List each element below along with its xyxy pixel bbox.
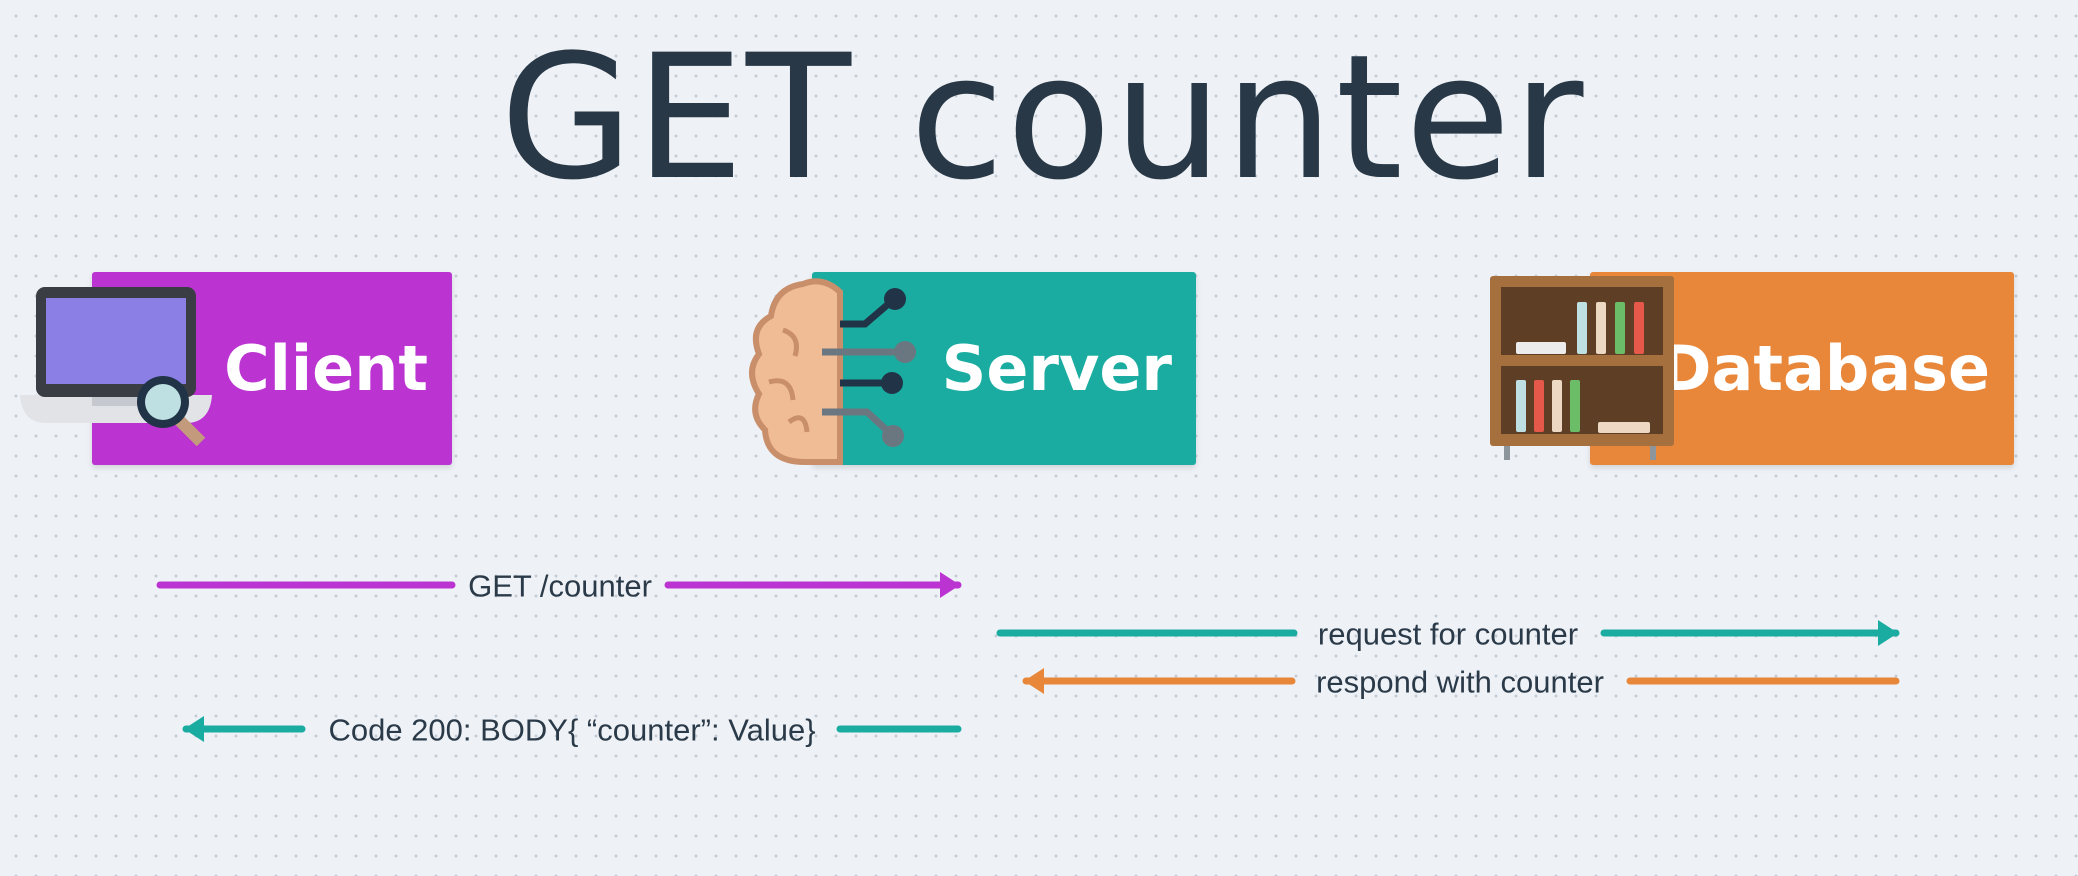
server-label: Server xyxy=(941,332,1172,405)
brain-circuit-icon xyxy=(749,278,916,465)
diagram-title: GET counter xyxy=(500,17,1586,218)
client-label: Client xyxy=(224,332,428,405)
laptop-magnifier-icon xyxy=(20,287,212,447)
arrow-get-counter xyxy=(156,572,962,598)
database-label: Database xyxy=(1660,332,1990,405)
message-label-respond-with-counter: respond with counter xyxy=(1316,664,1604,700)
server-node[interactable]: Server xyxy=(812,272,1196,465)
message-label-response-200: Code 200: BODY{ “counter”: Value} xyxy=(328,712,816,748)
message-label-get-counter: GET /counter xyxy=(468,568,652,604)
arrow-response-200 xyxy=(182,716,962,742)
arrow-request-for-counter xyxy=(996,620,1900,646)
arrow-respond-with-counter xyxy=(1022,668,1900,694)
bookshelf-icon xyxy=(1490,276,1674,460)
message-label-request-for-counter: request for counter xyxy=(1317,616,1579,652)
